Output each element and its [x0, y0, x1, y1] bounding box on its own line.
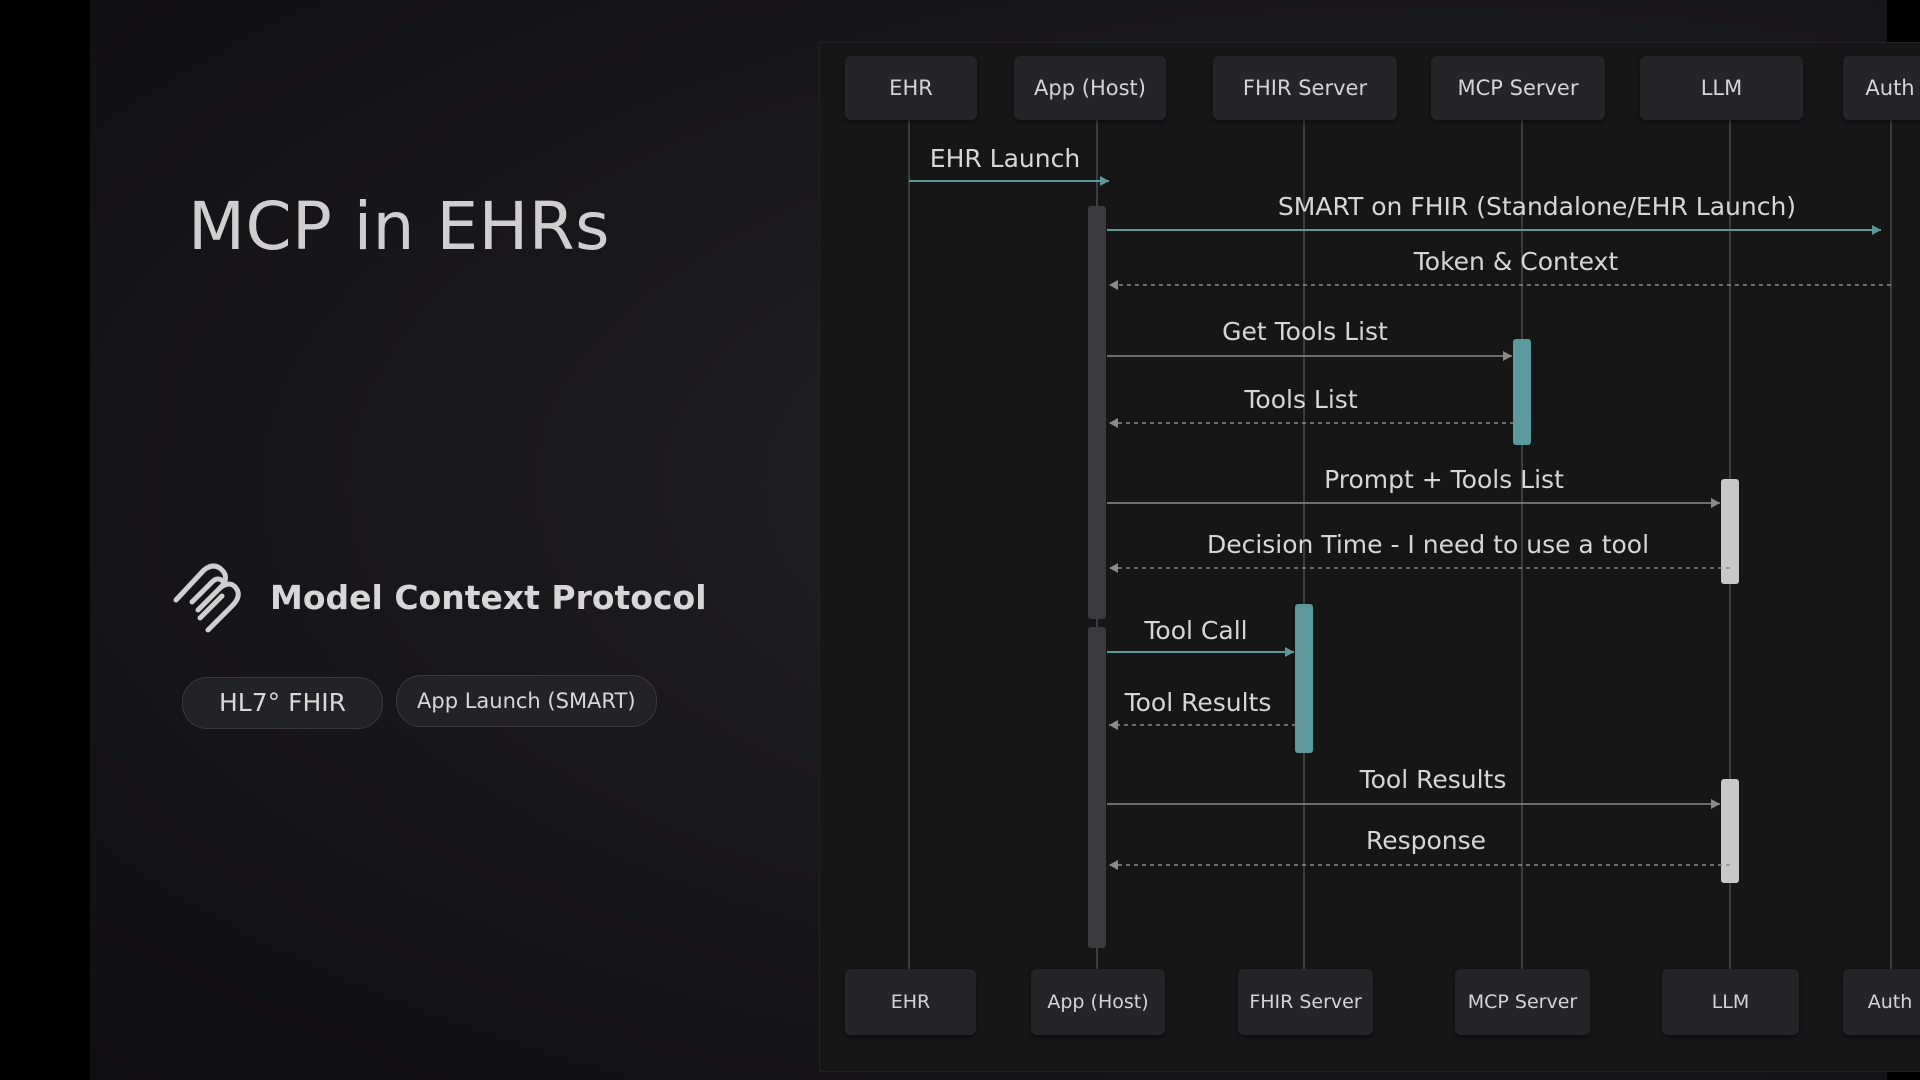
activation-bar-4 — [1295, 604, 1313, 753]
activation-bar-3 — [1721, 479, 1739, 584]
message-arrowhead-7 — [1285, 647, 1294, 657]
activation-bar-5 — [1721, 779, 1739, 883]
participant-top-fhir-server: FHIR Server — [1213, 56, 1397, 120]
message-arrowhead-10 — [1109, 860, 1118, 870]
message-arrowhead-6 — [1109, 563, 1118, 573]
participant-top-app-host: App (Host) — [1014, 56, 1166, 120]
activation-bar-1 — [1088, 627, 1106, 948]
participant-bottom-fhir-server: FHIR Server — [1238, 969, 1373, 1035]
participant-bottom-ehr: EHR — [845, 969, 976, 1035]
message-label-smart-on-fhir: SMART on FHIR (Standalone/EHR Launch) — [1277, 192, 1797, 221]
protocol-name: Model Context Protocol — [270, 578, 707, 617]
activation-bar-0 — [1088, 206, 1106, 619]
mcp-logo-icon — [173, 563, 241, 633]
message-arrowhead-3 — [1503, 351, 1512, 361]
tag-hl7-fhir: HL7° FHIR — [182, 677, 384, 729]
message-label-token-context: Token & Context — [1413, 247, 1619, 276]
participant-bottom-app-host: App (Host) — [1031, 969, 1165, 1035]
message-label-tool-results-fhir: Tool Results — [1124, 688, 1272, 717]
participant-top-llm: LLM — [1640, 56, 1803, 120]
message-arrowhead-0 — [1100, 176, 1109, 186]
message-label-tools-list: Tools List — [1244, 385, 1358, 414]
participant-bottom-mcp-server: MCP Server — [1455, 969, 1590, 1035]
activation-bar-2 — [1513, 339, 1531, 445]
slide-title: MCP in EHRs — [188, 188, 611, 265]
message-label-tool-call: Tool Call — [1144, 616, 1248, 645]
participant-bottom-llm: LLM — [1662, 969, 1799, 1035]
message-label-decision-time: Decision Time - I need to use a tool — [1206, 530, 1650, 559]
message-arrowhead-5 — [1711, 498, 1720, 508]
message-arrowhead-8 — [1109, 720, 1118, 730]
message-label-response: Response — [1365, 826, 1487, 855]
sequence-diagram: EHR App (Host) FHIR Server MCP Server LL… — [819, 42, 1920, 1072]
left-panel: MCP in EHRs Model Context Protocol HL7° … — [90, 0, 730, 1080]
message-label-tool-results-llm: Tool Results — [1359, 765, 1507, 794]
message-arrowhead-4 — [1109, 418, 1118, 428]
participant-bottom-auth: Auth — [1843, 969, 1920, 1035]
slide: MCP in EHRs Model Context Protocol HL7° … — [90, 0, 1920, 1080]
tag-app-launch-smart: App Launch (SMART) — [396, 675, 657, 727]
participant-top-mcp-server: MCP Server — [1431, 56, 1605, 120]
participant-top-auth: Auth — [1843, 56, 1920, 120]
message-label-get-tools-list: Get Tools List — [1222, 317, 1388, 346]
message-label-ehr-launch: EHR Launch — [929, 144, 1081, 173]
message-label-prompt-tools-list: Prompt + Tools List — [1324, 465, 1564, 494]
message-arrowhead-1 — [1872, 225, 1881, 235]
message-arrowhead-9 — [1711, 799, 1720, 809]
sequence-diagram-canvas — [908, 120, 1892, 969]
message-arrowhead-2 — [1109, 280, 1118, 290]
participant-top-ehr: EHR — [845, 56, 977, 120]
